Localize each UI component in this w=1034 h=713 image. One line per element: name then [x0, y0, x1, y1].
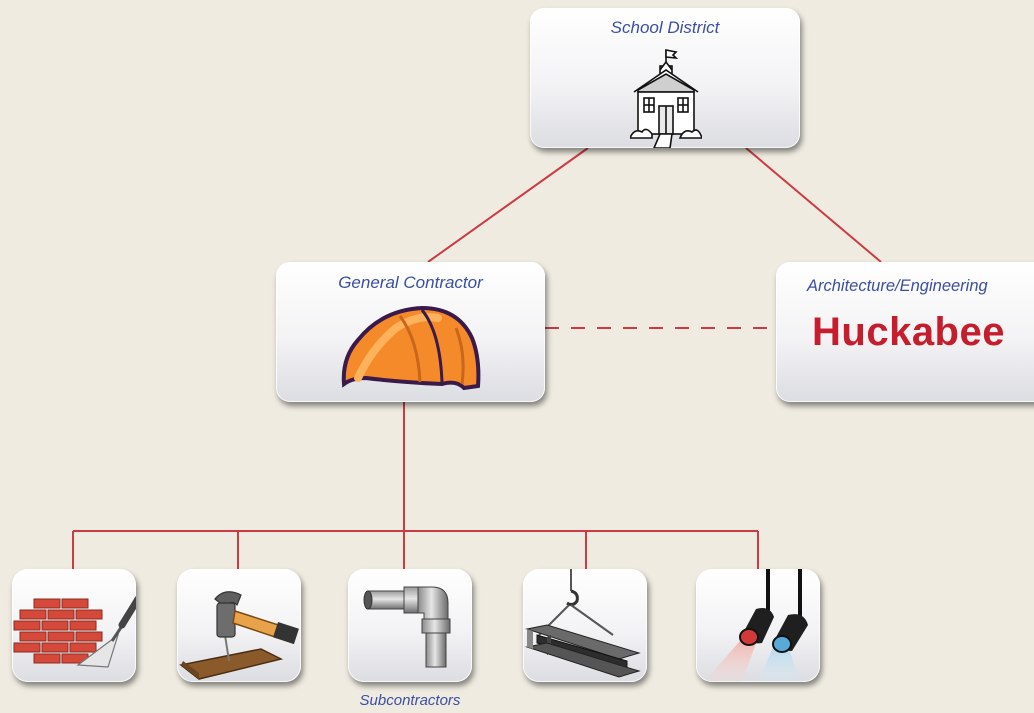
subcontractors-label: Subcontractors: [359, 692, 461, 709]
bricks-trowel-icon: [13, 596, 136, 668]
subcontractor-plumbing-node: [348, 569, 472, 682]
school-district-title: School District: [610, 18, 720, 37]
general-contractor-node: General Contractor: [276, 262, 545, 402]
architecture-engineering-title: Architecture/Engineering: [807, 277, 988, 295]
hard-hat-icon: [341, 305, 481, 391]
subcontractor-steel-node: [523, 569, 647, 682]
stage-lights-icon: [704, 569, 808, 682]
connector-district-arch: [745, 147, 882, 263]
subcontractor-carpentry-node: [177, 569, 301, 682]
architecture-engineering-node: Architecture/Engineering Huckabee: [776, 262, 1034, 402]
huckabee-logo: Huckabee: [812, 310, 1005, 354]
hammer-nail-icon: [179, 591, 299, 680]
pipe-elbow-icon: [363, 586, 451, 668]
schoolhouse-icon: [630, 49, 702, 148]
general-contractor-title: General Contractor: [338, 273, 483, 292]
school-district-node: School District: [530, 8, 800, 148]
steel-beam-hook-icon: [525, 569, 641, 678]
subcontractor-lighting-node: [696, 569, 820, 682]
connector-district-gc: [427, 147, 589, 263]
subcontractor-masonry-node: [12, 569, 136, 682]
